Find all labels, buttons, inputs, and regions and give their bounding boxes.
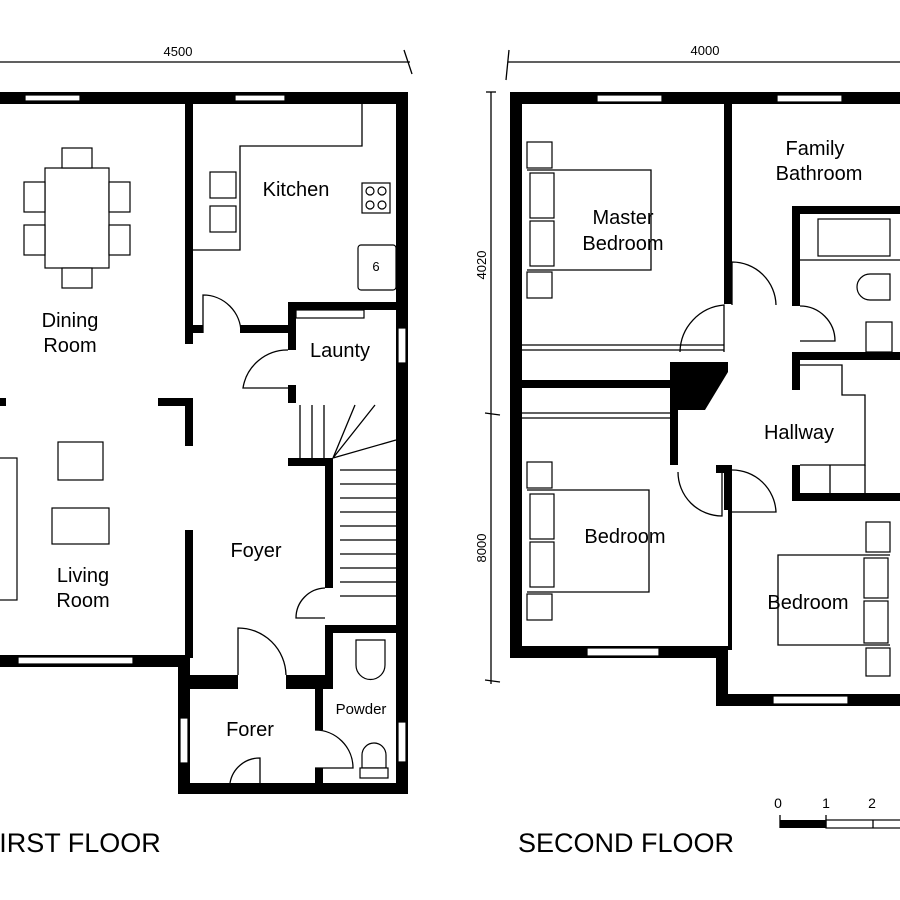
second-floor-title: SECOND FLOOR bbox=[518, 828, 734, 858]
door bbox=[295, 587, 326, 619]
dimension-label: 4000 bbox=[691, 43, 720, 58]
window bbox=[397, 327, 407, 364]
second-floor-width-dimension: 4000 bbox=[505, 43, 900, 81]
dimension-label: 8000 bbox=[474, 534, 489, 563]
door bbox=[731, 261, 777, 306]
window bbox=[596, 94, 663, 103]
door bbox=[679, 304, 725, 353]
door bbox=[242, 349, 289, 389]
window bbox=[24, 94, 81, 102]
room-label-bedroom: Bedroom bbox=[767, 592, 848, 614]
window bbox=[234, 94, 286, 102]
scale-tick-label: 0 bbox=[774, 795, 782, 811]
scale-tick-label: 2 bbox=[868, 795, 876, 811]
window bbox=[397, 721, 407, 763]
window bbox=[772, 695, 849, 705]
scale-tick-label: 1 bbox=[822, 795, 830, 811]
armchair bbox=[57, 441, 104, 481]
room-label-laundry: Launty bbox=[310, 340, 370, 362]
first-floor-plan: 4500 bbox=[0, 44, 413, 858]
door bbox=[314, 729, 354, 769]
sink bbox=[865, 321, 893, 353]
coffee-table bbox=[51, 507, 110, 545]
room-label-forer: Forer bbox=[226, 719, 274, 741]
door bbox=[229, 757, 261, 784]
room-label-kitchen: Kitchen bbox=[263, 179, 330, 201]
toilet-icon bbox=[856, 273, 891, 301]
toilet-icon bbox=[361, 742, 387, 769]
bedroom-bed-right bbox=[777, 521, 891, 677]
sofa bbox=[0, 457, 18, 601]
door bbox=[731, 469, 777, 513]
scale-bar: 0 1 2 bbox=[774, 795, 900, 829]
door bbox=[237, 627, 287, 676]
sink bbox=[355, 639, 386, 681]
room-label-hallway: Hallway bbox=[764, 422, 834, 444]
toilet-tank bbox=[359, 767, 389, 779]
door bbox=[202, 294, 242, 334]
second-floor-height-dimension: 4020 8000 bbox=[474, 91, 501, 684]
kitchen-counter: 6 bbox=[193, 104, 397, 319]
bathtub bbox=[817, 218, 891, 257]
door bbox=[677, 471, 723, 517]
room-label-foyer: Foyer bbox=[230, 540, 281, 562]
staircase bbox=[299, 404, 397, 597]
bedroom-bed bbox=[526, 461, 650, 621]
window bbox=[586, 647, 660, 657]
master-bed bbox=[526, 141, 652, 299]
stair-void bbox=[800, 364, 866, 466]
dimension-label: 4500 bbox=[164, 44, 193, 59]
door bbox=[799, 305, 836, 342]
window bbox=[776, 94, 843, 103]
second-floor-plan: 4000 4020 8000 bbox=[474, 43, 900, 858]
first-floor-title: IRST FLOOR bbox=[0, 828, 161, 858]
room-label-bedroom: Bedroom bbox=[584, 526, 665, 548]
appliance-label: 6 bbox=[372, 259, 379, 274]
window bbox=[179, 717, 189, 764]
first-floor-walls bbox=[0, 92, 408, 794]
window bbox=[17, 656, 134, 665]
room-label-powder: Powder bbox=[336, 701, 387, 718]
dimension-label: 4020 bbox=[474, 251, 489, 280]
first-floor-width-dimension: 4500 bbox=[0, 44, 413, 75]
dining-table bbox=[23, 147, 131, 289]
